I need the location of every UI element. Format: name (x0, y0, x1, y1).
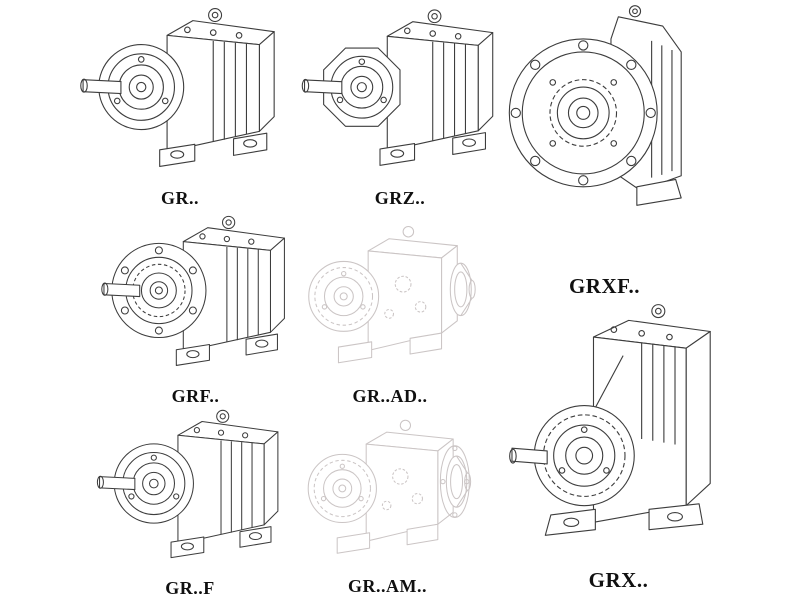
figure-label-gram: GR..AM.. (348, 576, 427, 596)
gearbox-gr-drawing (75, 4, 285, 184)
gearbox-grxf-drawing (508, 5, 682, 206)
figure-label-gr: GR.. (161, 188, 199, 208)
gearbox-grff-drawing (85, 406, 295, 574)
figure-label-grff: GR..F (165, 578, 215, 598)
gearbox-gram-drawing (290, 410, 485, 572)
figure-grxf: GRXF.. (492, 2, 717, 299)
figure-gram: GR..AM.. (290, 410, 485, 597)
figure-gr: GR.. (75, 4, 285, 209)
gearbox-grad-drawing (290, 216, 490, 382)
figure-grf: GRF.. (88, 212, 303, 407)
gearbox-grz-drawing (300, 4, 500, 184)
figure-label-grad: GR..AD.. (352, 386, 428, 406)
figure-label-grxf: GRXF.. (568, 274, 641, 298)
figure-label-grz: GRZ.. (374, 188, 426, 208)
gearbox-grx-drawing (509, 304, 711, 536)
figure-label-grx: GRX.. (588, 568, 649, 592)
figure-grz: GRZ.. (300, 4, 500, 209)
figure-label-grf: GRF.. (171, 386, 220, 406)
figure-grff: GR..F (85, 406, 295, 599)
figure-grx: GRX.. (497, 300, 740, 593)
gearbox-grf-drawing (88, 212, 303, 382)
figure-grad: GR..AD.. (290, 216, 490, 407)
